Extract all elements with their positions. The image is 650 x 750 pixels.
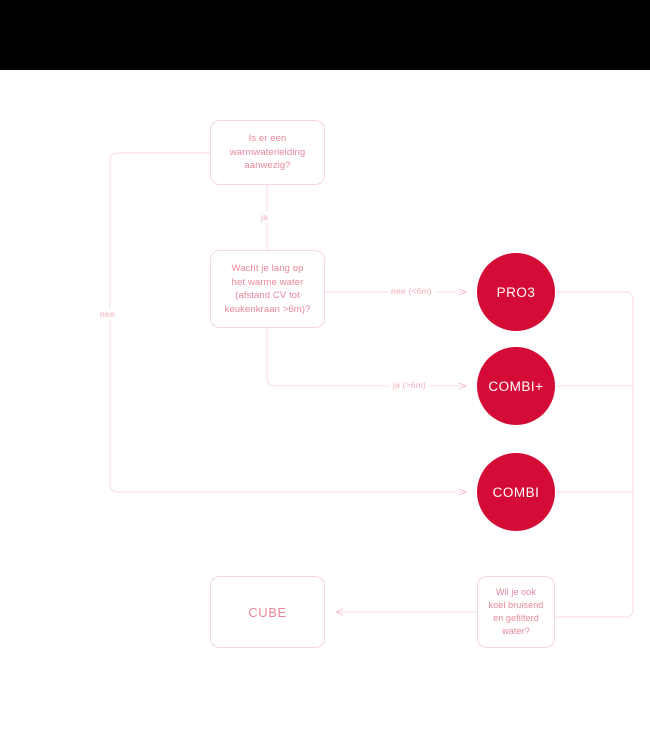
flowchart-edges	[109, 152, 634, 618]
node-q1-warmwaterleiding[interactable]: Is er een warmwaterleiding aanwezig?	[210, 120, 325, 185]
node-q1-label: Is er een warmwaterleiding aanwezig?	[229, 133, 306, 172]
node-q3-label: Wil je ook koel bruisend en gefilterd wa…	[488, 587, 544, 636]
edge-label-ja: ja	[258, 211, 272, 223]
node-pro3-label: PRO3	[496, 284, 536, 300]
node-combi-label: COMBI	[492, 484, 540, 500]
node-q3-bruisend-water[interactable]: Wil je ook koel bruisend en gefilterd wa…	[477, 576, 555, 648]
flowchart-canvas: Is er een warmwaterleiding aanwezig? Wac…	[0, 70, 650, 750]
edge-label-ja-gt6m: ja (>6m)	[390, 379, 430, 391]
node-product-pro3[interactable]: PRO3	[477, 253, 555, 331]
node-q2-label: Wacht je lang op het warme water (afstan…	[224, 263, 311, 315]
node-product-combi[interactable]: COMBI	[477, 453, 555, 531]
edge-q2-to-combiplus	[266, 328, 466, 386]
node-combiplus-label: COMBI+	[488, 378, 544, 394]
node-product-combi-plus[interactable]: COMBI+	[477, 347, 555, 425]
edge-pro3-to-rail	[555, 291, 634, 618]
edge-label-nee-lt6m: nee (<6m)	[388, 285, 435, 297]
node-cube-label: CUBE	[248, 604, 287, 620]
node-q2-wachttijd[interactable]: Wacht je lang op het warme water (afstan…	[210, 250, 325, 328]
edge-label-nee: nee	[97, 308, 118, 320]
node-product-cube[interactable]: CUBE	[210, 576, 325, 648]
